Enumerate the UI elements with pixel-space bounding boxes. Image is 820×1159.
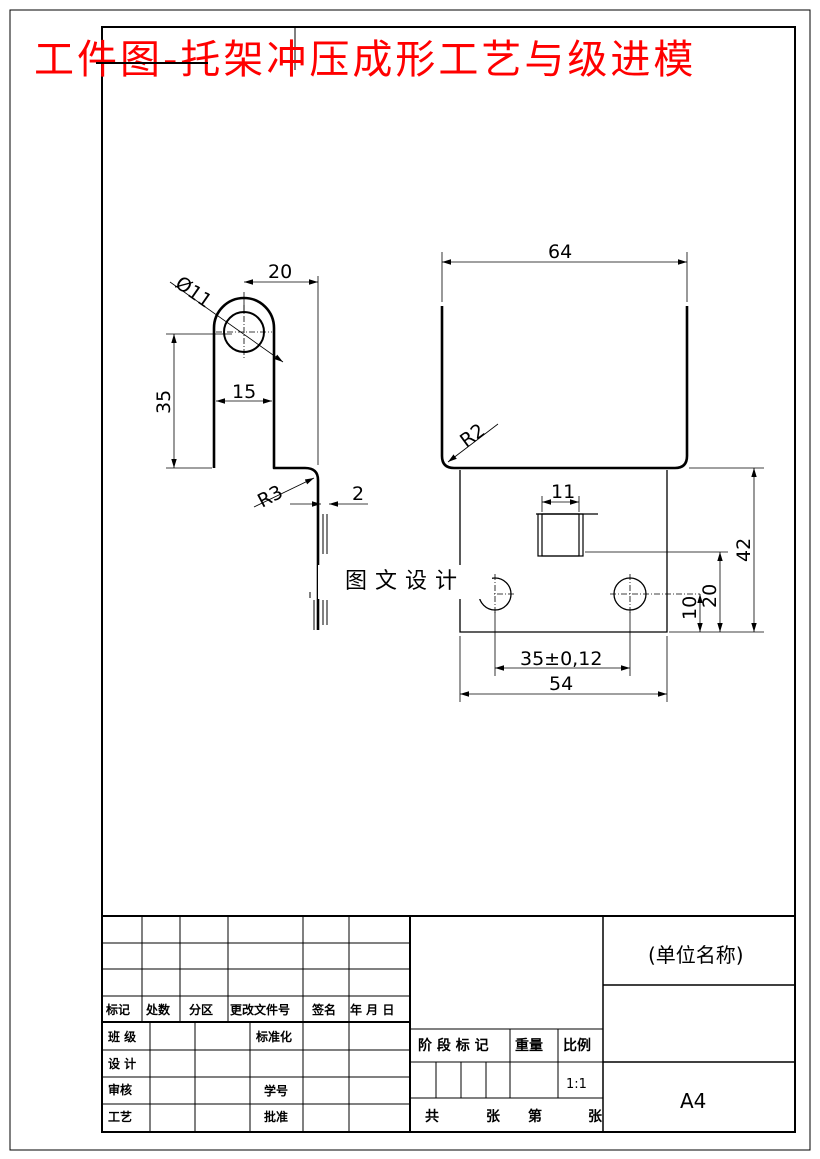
header-date: 年 月 日 bbox=[350, 1002, 394, 1017]
dim-hole-height: 20 bbox=[699, 584, 721, 608]
dim-hole-spacing: 35±0,12 bbox=[520, 648, 602, 670]
dim-side-width: 20 bbox=[268, 261, 292, 283]
label-class: 班 级 bbox=[108, 1029, 136, 1044]
label-approve: 批准 bbox=[264, 1109, 288, 1124]
dim-side-inner: 15 bbox=[232, 381, 256, 403]
label-total: 共 bbox=[425, 1108, 439, 1125]
paper-size: A4 bbox=[680, 1089, 706, 1113]
label-weight: 重量 bbox=[515, 1037, 543, 1054]
title-block bbox=[102, 915, 795, 1132]
label-scale: 比例 bbox=[563, 1037, 591, 1054]
dim-height-total: 42 bbox=[733, 538, 755, 562]
label-stage-mark: 阶 段 标 记 bbox=[418, 1037, 489, 1054]
dim-side-height: 35 bbox=[153, 390, 175, 414]
label-student-no: 学号 bbox=[264, 1083, 288, 1098]
dim-side-hole: Ø11 bbox=[171, 272, 216, 312]
front-view bbox=[440, 252, 764, 702]
label-sheet-no: 第 bbox=[528, 1108, 542, 1125]
title-overlap-line bbox=[96, 62, 208, 64]
dim-side-thickness: 2 bbox=[352, 483, 364, 505]
label-sheets: 张 bbox=[486, 1109, 501, 1125]
header-change-doc: 更改文件号 bbox=[230, 1002, 290, 1017]
label-standardize: 标准化 bbox=[255, 1029, 292, 1044]
org-name: (单位名称) bbox=[648, 943, 744, 967]
header-count: 处数 bbox=[145, 1002, 171, 1017]
outer-border bbox=[9, 9, 811, 1151]
header-zone: 分区 bbox=[189, 1002, 213, 1017]
inner-border bbox=[101, 26, 796, 1133]
label-sheet-unit: 张 bbox=[588, 1109, 603, 1125]
dim-bottom-width: 54 bbox=[549, 673, 573, 695]
dim-top-radius: R2 bbox=[456, 419, 489, 452]
label-design: 设 计 bbox=[108, 1056, 136, 1071]
dim-top-width: 64 bbox=[548, 241, 572, 263]
dim-side-radius: R3 bbox=[254, 481, 287, 512]
header-mark: 标记 bbox=[105, 1002, 130, 1017]
dim-hole-low: 10 bbox=[679, 596, 701, 620]
dim-slot-width: 11 bbox=[551, 481, 575, 503]
label-review: 审核 bbox=[108, 1082, 132, 1097]
watermark: 图文设计 bbox=[318, 565, 492, 599]
label-process: 工艺 bbox=[108, 1109, 132, 1124]
side-view bbox=[166, 276, 368, 630]
drawing-title: 工件图-托架冲压成形工艺与级进模 bbox=[34, 37, 697, 83]
scale-value: 1:1 bbox=[566, 1077, 587, 1092]
header-signature: 签名 bbox=[311, 1002, 336, 1017]
